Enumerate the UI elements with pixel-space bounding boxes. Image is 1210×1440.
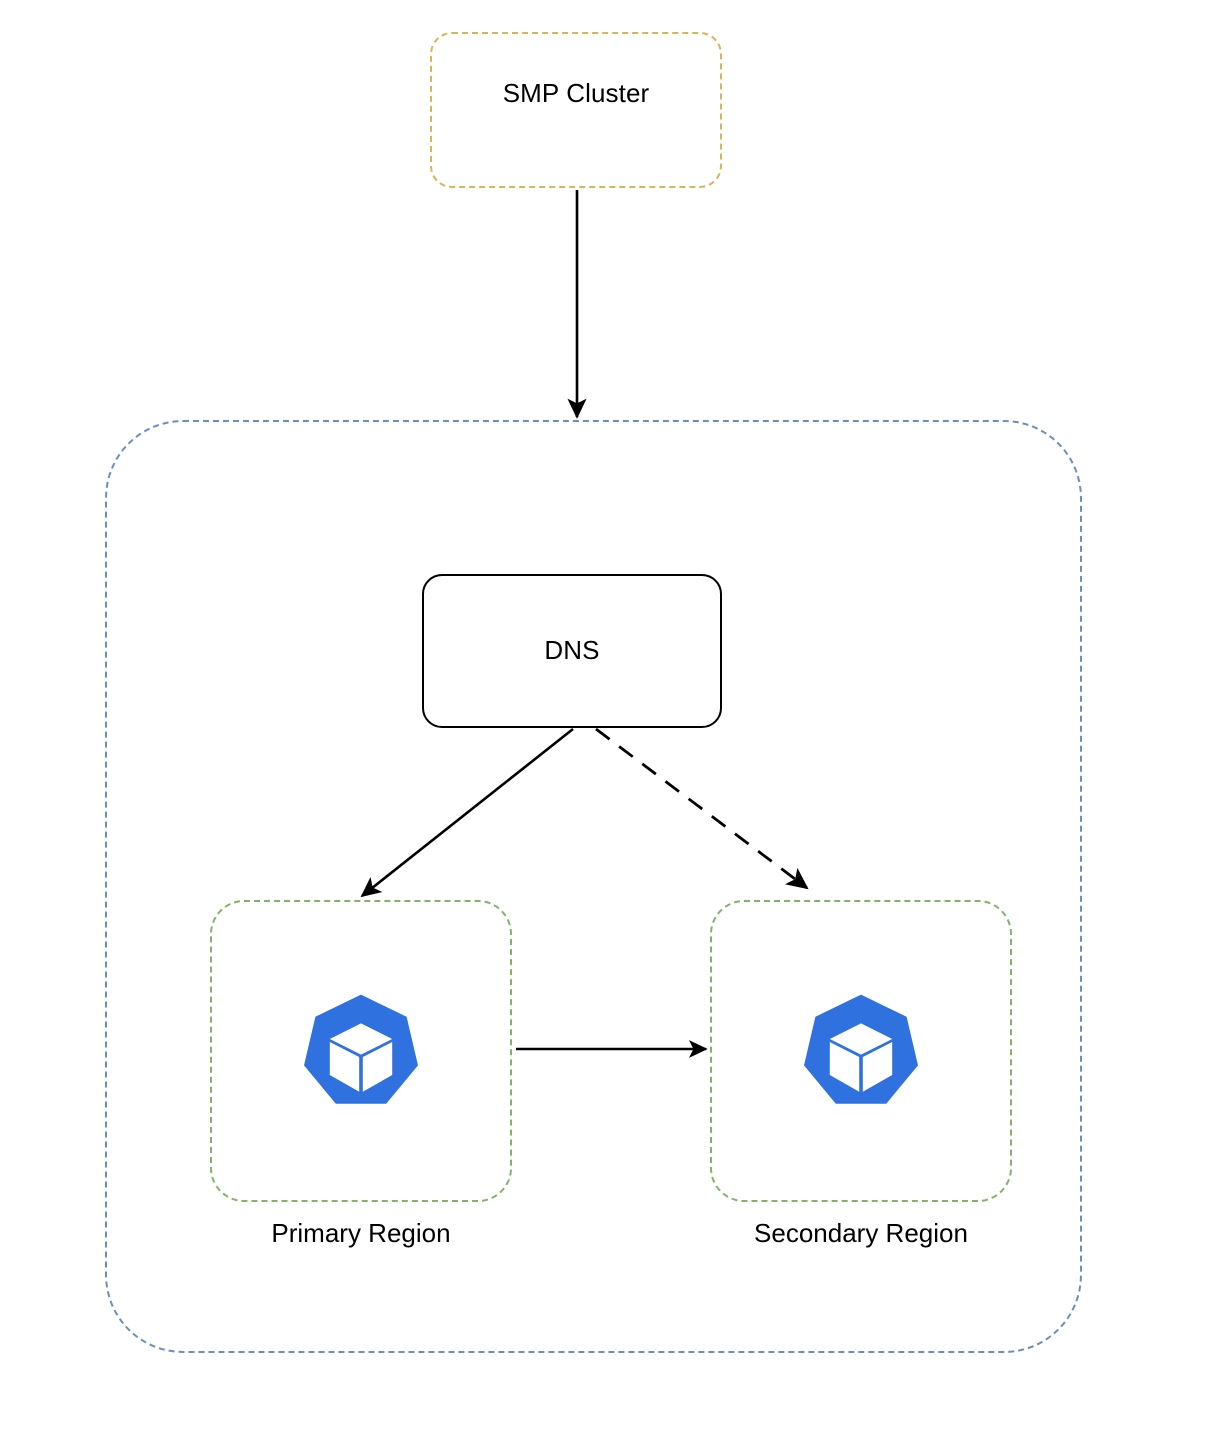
cloud-container-group[interactable] bbox=[105, 420, 1082, 1353]
dns-node[interactable]: DNS bbox=[422, 574, 722, 728]
primary-region-box[interactable] bbox=[210, 900, 512, 1202]
dns-label: DNS bbox=[544, 635, 600, 666]
secondary-region-box[interactable] bbox=[710, 900, 1012, 1202]
smp-cluster-node[interactable]: SMP Cluster bbox=[430, 32, 722, 188]
primary-region-label: Primary Region bbox=[271, 1218, 451, 1248]
smp-cluster-label: SMP Cluster bbox=[502, 78, 650, 109]
secondary-region-label: Secondary Region bbox=[754, 1218, 968, 1248]
kubernetes-icon bbox=[304, 994, 418, 1104]
kubernetes-icon bbox=[804, 994, 918, 1104]
